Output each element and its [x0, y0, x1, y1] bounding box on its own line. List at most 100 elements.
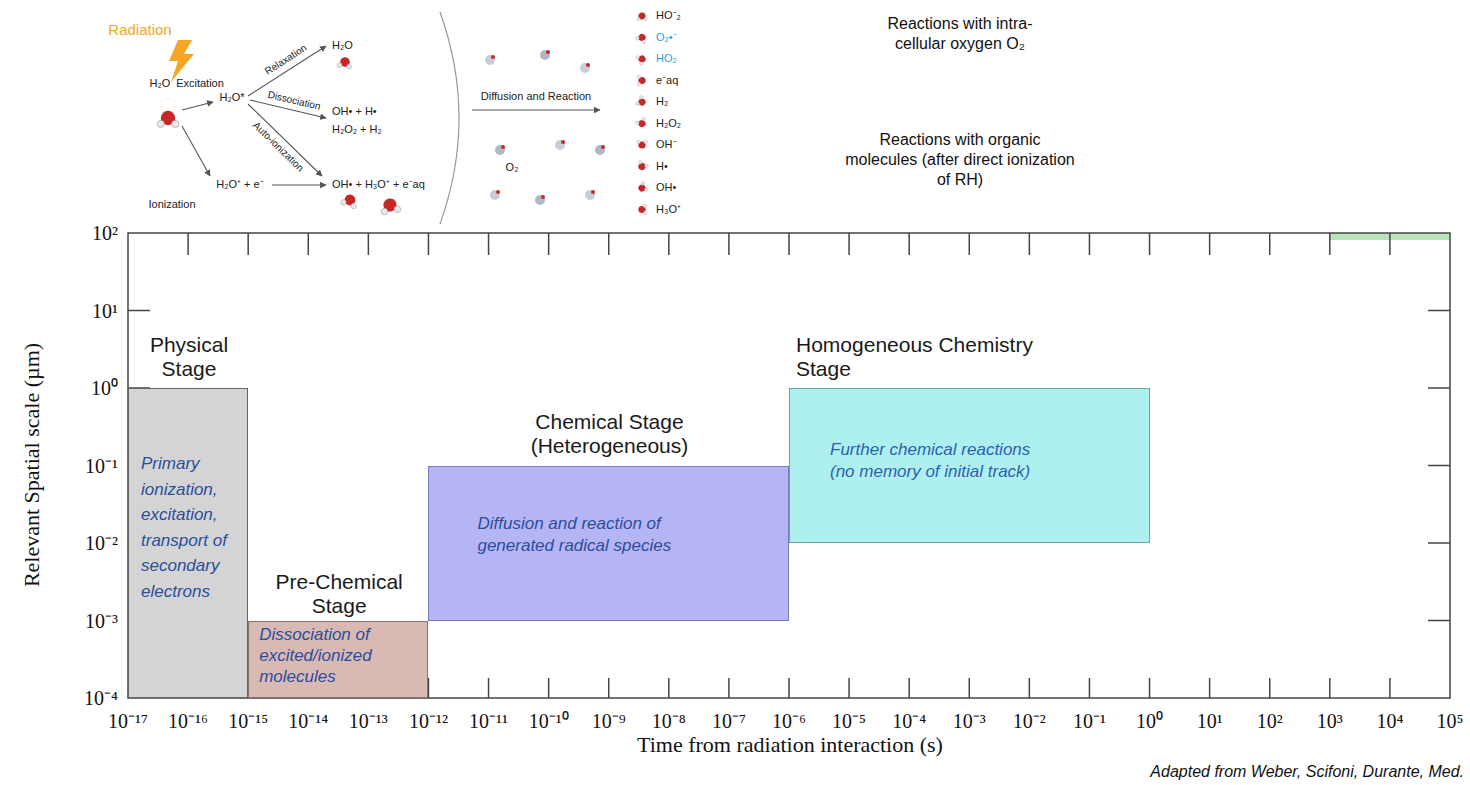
diffusing-species	[555, 140, 565, 150]
tick-mark	[488, 233, 490, 255]
species-label: OH•	[656, 181, 676, 195]
molecule-icon	[635, 32, 649, 45]
diffusing-species	[501, 145, 505, 149]
tick-mark	[428, 233, 430, 255]
reaction-arrow	[472, 109, 600, 110]
diffusing-species	[586, 63, 590, 67]
tick-mark	[668, 678, 670, 698]
hydrogen-atom	[350, 203, 357, 210]
tick-mark	[1089, 233, 1091, 255]
reaction-arrows	[182, 46, 600, 185]
molecule-icon	[636, 160, 650, 173]
tick-mark	[1029, 678, 1031, 698]
tick-mark	[969, 233, 971, 255]
species-label: O₂•⁻	[656, 31, 677, 45]
tick-mark	[1329, 233, 1331, 255]
y-tick-label: 10⁻⁴	[84, 686, 118, 711]
x-tick-label: 10⁴	[1376, 709, 1403, 734]
tick-mark	[728, 233, 730, 255]
tick-mark	[1428, 310, 1450, 312]
stage-description: Primary ionization, excitation, transpor…	[141, 451, 251, 604]
hydrogen-atom	[337, 62, 343, 68]
diffusing-species	[601, 145, 605, 149]
reaction-arrow	[182, 102, 213, 110]
hydrogen-atom	[644, 163, 649, 168]
hydrogen-atom	[641, 117, 646, 122]
stage-description: Diffusion and reaction of generated radi…	[477, 513, 697, 557]
process-label: Auto-ionization	[250, 120, 306, 175]
radiation-label: Radiation	[108, 21, 171, 40]
diffusing-species	[535, 195, 545, 205]
tick-mark	[308, 233, 310, 255]
y-tick-label: 10⁰	[91, 376, 118, 401]
x-tick-label: 10⁻¹⁷	[108, 709, 148, 734]
tick-mark	[1029, 233, 1031, 255]
molecule-icon	[337, 56, 353, 70]
process-label: Excitation	[176, 77, 224, 91]
stage-heading: Chemical Stage (Heterogeneous)	[489, 410, 729, 458]
x-tick-label: 10⁻¹	[1073, 709, 1106, 734]
hydrogen-atom	[637, 82, 641, 86]
process-label: Relaxation	[262, 42, 309, 78]
hydrogen-atom	[644, 17, 648, 21]
tick-mark	[1149, 678, 1151, 698]
tick-mark	[788, 233, 790, 255]
hydrogen-atom	[638, 160, 643, 165]
species-label: H₂O	[150, 77, 171, 91]
x-tick-label: 10⁵	[1437, 709, 1464, 734]
hydrogen-atom	[172, 120, 179, 127]
x-tick-label: 10⁻¹⁴	[288, 709, 328, 734]
molecule-icon	[638, 204, 646, 215]
hydrogen-atom	[381, 208, 389, 216]
species-label: H₂O₂	[656, 117, 681, 131]
hydrogen-atom	[644, 187, 649, 192]
hydrogen-atom	[157, 120, 164, 127]
tick-mark	[488, 678, 490, 698]
tick-mark	[848, 678, 850, 698]
reaction-arrow	[272, 184, 326, 185]
tick-mark	[668, 233, 670, 255]
x-tick-label: 10¹	[1197, 709, 1223, 734]
x-tick-label: 10⁻¹⁶	[168, 709, 208, 734]
molecule-icon	[379, 197, 401, 216]
tick-mark	[1428, 387, 1450, 389]
hydrogen-atom	[340, 199, 347, 206]
molecule-icon	[637, 75, 645, 86]
stage-description: Dissociation of excited/ionized molecule…	[259, 624, 424, 688]
species-label: H₂O	[332, 39, 353, 53]
y-tick-label: 10⁻³	[85, 608, 118, 633]
axis-ticks	[128, 233, 1450, 698]
diffusing-species	[561, 140, 565, 144]
x-tick-label: 10³	[1317, 709, 1343, 734]
diffusing-species	[495, 145, 505, 155]
tick-mark	[128, 310, 150, 312]
tick-mark	[1209, 233, 1211, 255]
annotation-text: Reactions with intra-cellular oxygen O₂	[885, 14, 1035, 54]
process-label: Diffusion and Reaction	[481, 90, 591, 104]
physical-stage-box: Physical StagePrimary ionization, excita…	[128, 388, 248, 698]
process-label: Dissociation	[266, 89, 321, 114]
molecules	[157, 12, 649, 215]
species-label: H₂O⁺ + e⁻	[216, 178, 263, 192]
tick-mark	[1089, 678, 1091, 698]
hydrogen-atom	[635, 36, 640, 41]
stage-heading: Homogeneous Chemistry Stage	[796, 333, 1066, 381]
tick-mark	[548, 678, 550, 698]
molecule-icon	[157, 111, 179, 128]
reaction-arrow	[182, 126, 210, 176]
hydrogen-atom	[637, 17, 641, 21]
x-tick-label: 10⁻¹²	[409, 709, 448, 734]
tick-mark	[247, 233, 249, 255]
hydrogen-atom	[639, 95, 644, 100]
hydrogen-atom	[637, 140, 641, 144]
x-axis-title: Time from radiation interaction (s)	[637, 731, 943, 759]
tick-mark	[1329, 678, 1331, 698]
x-tick-label: 10⁻⁸	[652, 709, 686, 734]
hydrogen-atom	[643, 204, 647, 208]
tick-mark	[908, 678, 910, 698]
species-label: O₂	[506, 161, 519, 175]
stage-heading: Pre-Chemical Stage	[249, 570, 429, 618]
x-tick-label: 10⁻³	[953, 709, 986, 734]
hydrogen-atom	[637, 75, 641, 79]
